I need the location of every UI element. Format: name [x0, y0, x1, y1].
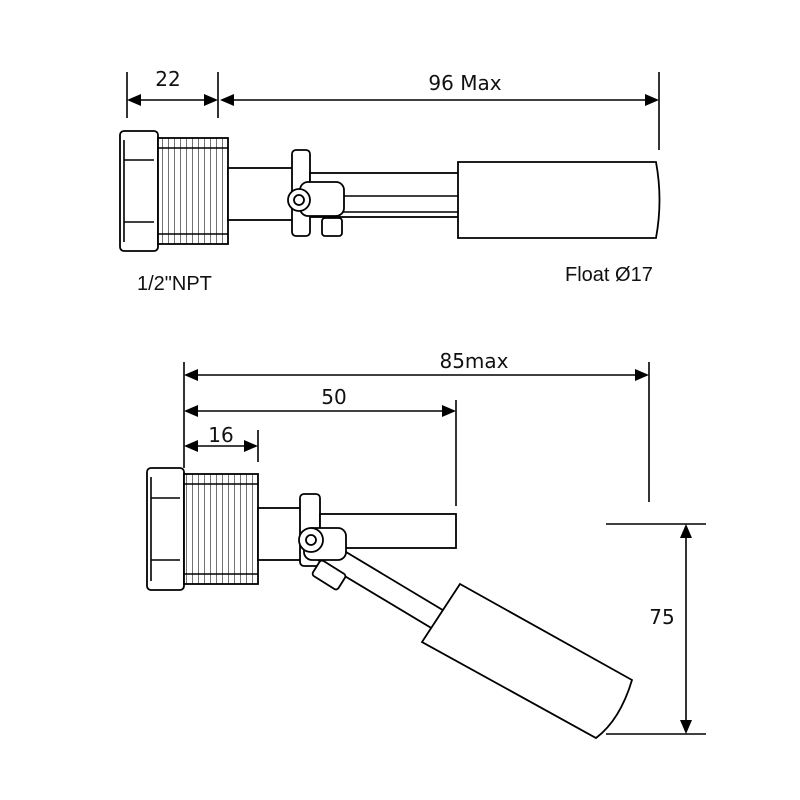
threaded-body-top — [157, 137, 229, 245]
float-label: Float Ø17 — [565, 264, 653, 286]
hex-nut-top — [119, 130, 159, 252]
top-view: 22 96 Max — [119, 67, 661, 295]
bottom-view: 85max 50 16 75 — [146, 349, 706, 740]
dimension-label-22: 22 — [155, 67, 180, 91]
dimension-label-16: 16 — [208, 423, 233, 447]
dimension-max-length-bottom: 85max — [184, 349, 650, 502]
threaded-body-bottom — [183, 473, 259, 585]
float-top — [457, 161, 661, 239]
pivot-top — [287, 181, 345, 237]
dimension-total-length-top: 96 Max — [220, 71, 660, 150]
pivot-bottom — [298, 527, 347, 591]
dimension-label-85max: 85max — [439, 349, 508, 373]
dimension-label-75: 75 — [649, 605, 674, 629]
neck-top — [227, 167, 297, 221]
dimension-stem-length-bottom: 50 — [184, 385, 457, 506]
dimension-drop-height-bottom: 75 — [606, 523, 706, 735]
thread-label: 1/2"NPT — [137, 273, 212, 295]
float-bottom — [420, 582, 634, 740]
hex-nut-bottom — [146, 467, 185, 591]
dimension-thread-length-bottom: 16 — [184, 423, 259, 462]
dimension-thread-length-top: 22 — [126, 67, 219, 118]
neck-bottom — [257, 507, 305, 561]
dimension-label-96-max: 96 Max — [428, 71, 501, 95]
dimension-label-50: 50 — [321, 385, 346, 409]
